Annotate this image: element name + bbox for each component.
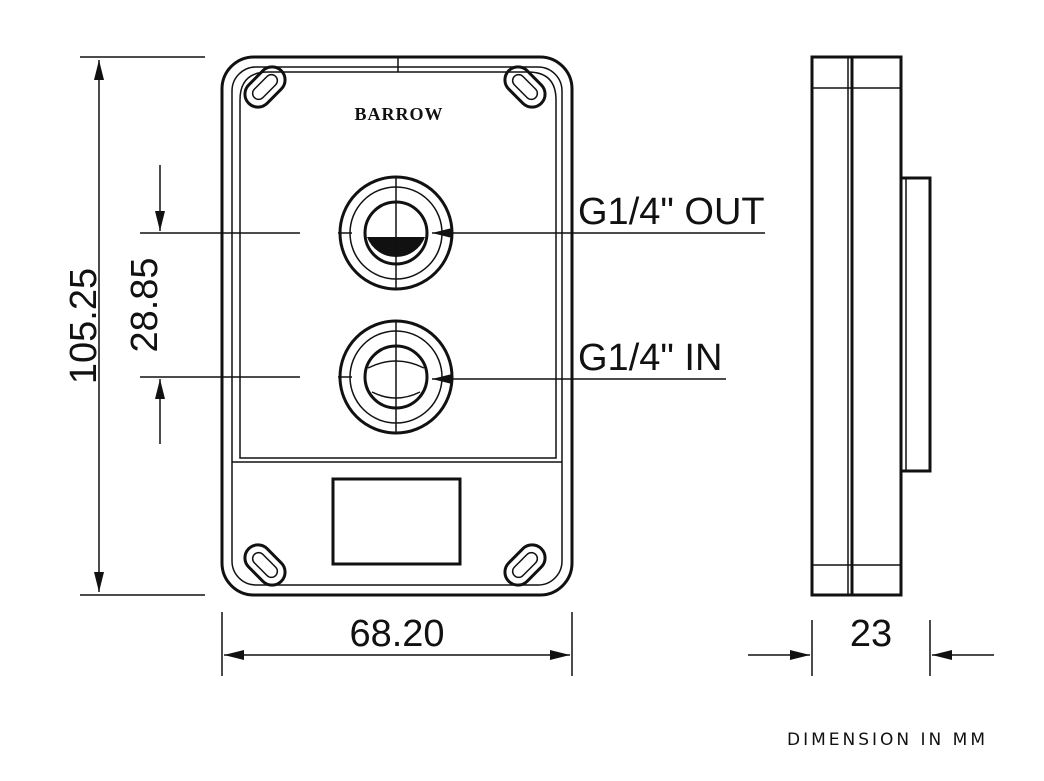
inlet-port: [338, 319, 454, 435]
front-view: BARROW: [220, 55, 574, 597]
inlet-label: G1/4" IN: [578, 337, 722, 379]
units-note: DIMENSION IN MM: [787, 730, 988, 750]
port-spacing-label: 28.85: [124, 257, 166, 352]
depth-dimension: 23: [748, 613, 994, 676]
block-inner-outline: [231, 66, 563, 586]
height-dimension-label: 105.25: [63, 268, 105, 384]
side-mount-boss: [899, 176, 932, 473]
side-view: [810, 55, 932, 597]
width-dimension-label: 68.20: [349, 613, 444, 655]
side-front-plate: [810, 55, 854, 597]
mounting-slot-top-left: [243, 65, 287, 109]
height-dimension: 105.25: [63, 56, 205, 596]
mounting-slot-top-right: [503, 65, 547, 109]
inlet-callout: G1/4" IN: [432, 337, 726, 384]
brand-logo: BARROW: [354, 104, 443, 124]
width-dimension: 68.20: [221, 612, 573, 676]
outlet-callout: G1/4" OUT: [432, 191, 765, 238]
mounting-slot-bottom-left: [243, 543, 287, 587]
display-window: [331, 477, 462, 566]
mounting-slot-bottom-right: [503, 543, 547, 587]
depth-dimension-label: 23: [850, 613, 892, 655]
side-back-plate: [850, 55, 903, 597]
outlet-label: G1/4" OUT: [578, 191, 765, 233]
block-outer-outline: [220, 55, 574, 597]
port-spacing-dimension: 28.85: [124, 165, 352, 444]
